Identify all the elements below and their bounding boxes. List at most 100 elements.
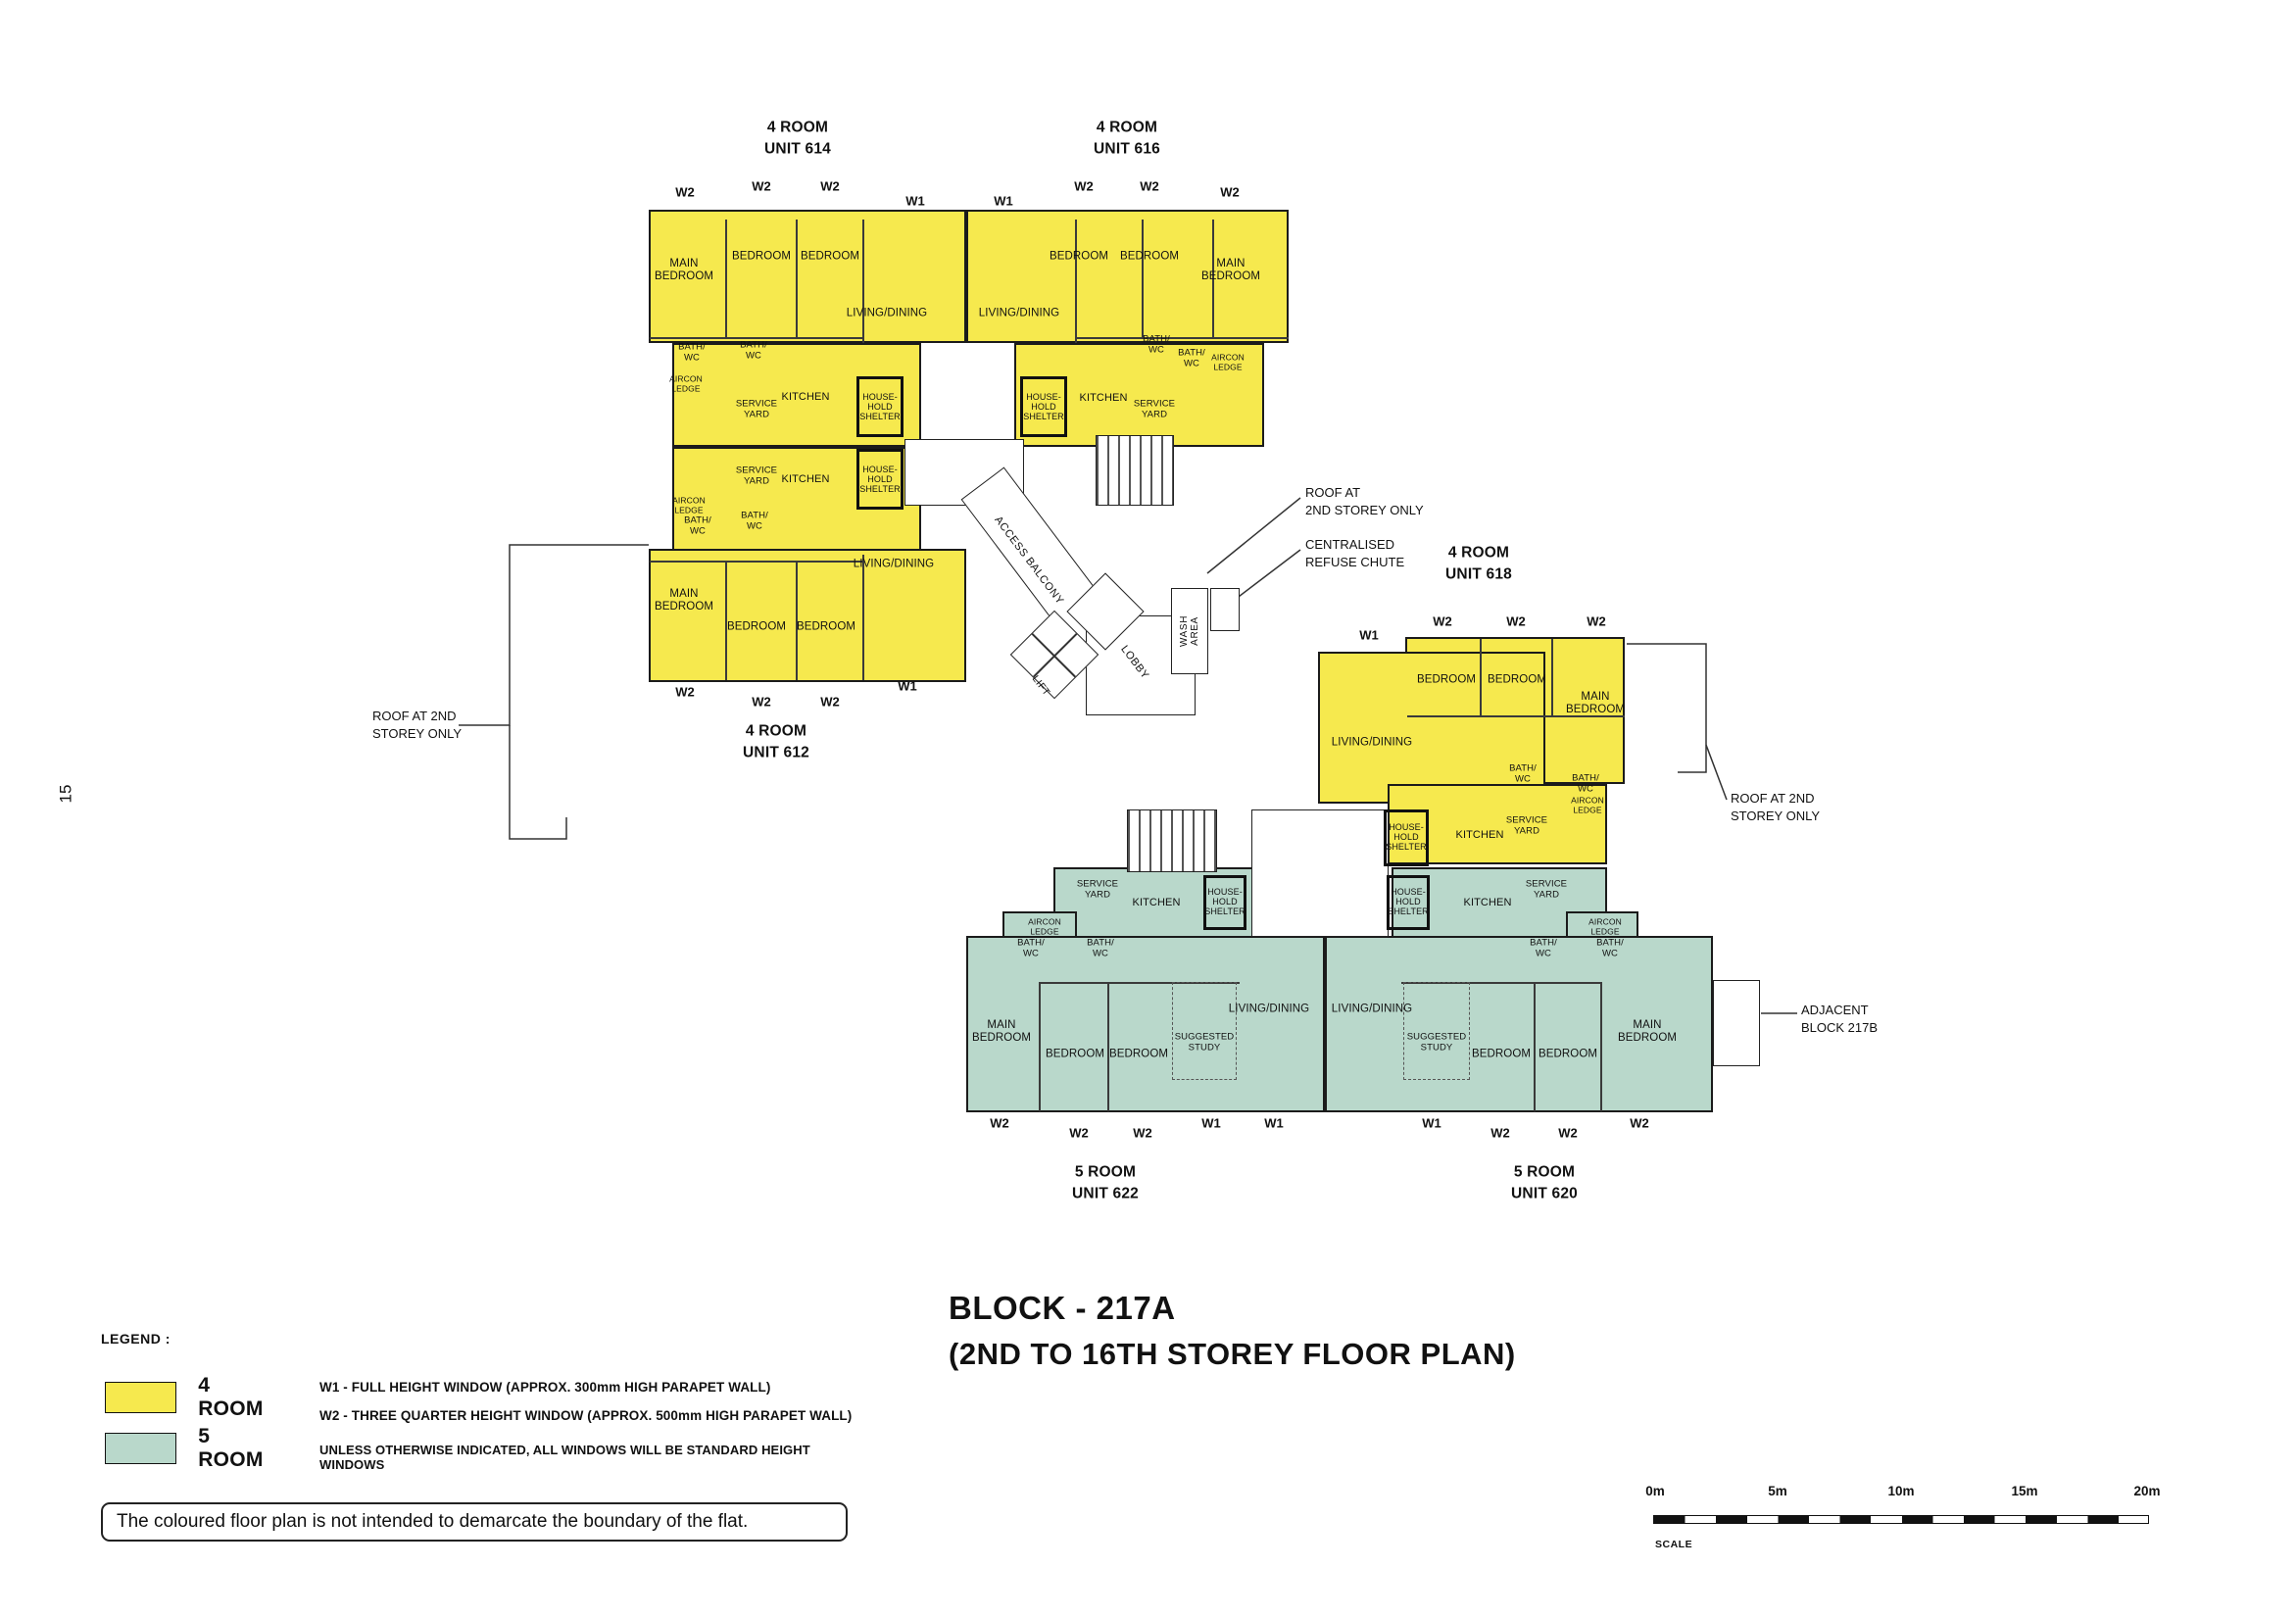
legend-swatch-5room — [105, 1433, 177, 1464]
interior-wall — [1551, 639, 1553, 717]
room-label: BATH/ WC — [1178, 347, 1205, 368]
window-label: W2 — [752, 178, 771, 194]
unit-614-area-kitchen — [672, 343, 921, 447]
interior-wall — [1534, 982, 1536, 1111]
room-label: HOUSE- HOLD SHELTER — [1023, 391, 1064, 422]
drawing-title: BLOCK - 217A (2ND TO 16TH STOREY FLOOR P… — [949, 1290, 1516, 1372]
legend-note-w1: W1 - FULL HEIGHT WINDOW (APPROX. 300mm H… — [319, 1380, 771, 1395]
window-label: W2 — [1074, 178, 1094, 194]
interior-wall — [650, 561, 863, 563]
window-label: W2 — [1587, 613, 1606, 629]
room-label: MAIN BEDROOM — [1565, 691, 1626, 715]
page-number: 15 — [56, 784, 75, 804]
corridor-bottom — [1251, 809, 1389, 937]
window-label: W2 — [752, 694, 771, 710]
room-label: BEDROOM — [1487, 673, 1547, 686]
annotation-refuse-chute: CENTRALISED REFUSE CHUTE — [1305, 537, 1405, 570]
room-label: AIRCON LEDGE — [669, 373, 703, 393]
interior-wall — [1075, 337, 1289, 339]
roof-outline-left — [459, 544, 649, 726]
room-label: BATH/ WC — [684, 514, 711, 536]
room-label: KITCHEN — [781, 390, 830, 403]
room-label: BEDROOM — [1471, 1048, 1532, 1060]
room-label: AIRCON LEDGE — [1588, 916, 1622, 936]
interior-wall — [650, 337, 863, 339]
window-label: W1 — [905, 193, 925, 209]
room-label: SUGGESTED STUDY — [1174, 1031, 1235, 1053]
room-label: MAIN BEDROOM — [971, 1019, 1032, 1044]
room-label: KITCHEN — [1455, 828, 1504, 841]
household-shelter — [856, 376, 904, 437]
legend-note-windows: UNLESS OTHERWISE INDICATED, ALL WINDOWS … — [319, 1443, 810, 1472]
unit-618-area-living — [1318, 652, 1545, 804]
interior-wall — [1480, 639, 1482, 717]
room-label: SERVICE YARD — [1076, 878, 1119, 900]
window-label: W1 — [1422, 1115, 1441, 1131]
unit-label-612: 4 ROOM UNIT 612 — [743, 722, 809, 760]
scale-tick-20m: 20m — [2133, 1484, 2161, 1498]
room-label: BATH/ WC — [1017, 937, 1045, 958]
window-label: W2 — [990, 1115, 1009, 1131]
unit-label-622: 5 ROOM UNIT 622 — [1072, 1163, 1139, 1201]
window-label: W2 — [1069, 1125, 1089, 1141]
wash-area — [1171, 588, 1208, 674]
room-label: BEDROOM — [1416, 673, 1477, 686]
window-label: W2 — [1433, 613, 1452, 629]
legend-label-5room: 5 ROOM — [198, 1425, 264, 1471]
interior-wall — [1075, 220, 1077, 343]
household-shelter — [1387, 875, 1430, 930]
unit-label-620: 5 ROOM UNIT 620 — [1511, 1163, 1578, 1201]
room-label: LIVING/DINING — [853, 558, 935, 570]
interior-wall — [796, 561, 798, 680]
window-label: W2 — [1506, 613, 1526, 629]
disclaimer-note: The coloured floor plan is not intended … — [101, 1502, 848, 1542]
room-label: BATH/ WC — [1572, 772, 1599, 794]
room-label: LIVING/DINING — [1228, 1003, 1310, 1015]
suggested-study-outline — [1172, 982, 1237, 1080]
adjacent-block-outline — [1713, 980, 1760, 1066]
annotation-roof-2nd-storey-top: ROOF AT 2ND STOREY ONLY — [1305, 485, 1424, 518]
window-label: W2 — [820, 694, 840, 710]
window-label: W2 — [1490, 1125, 1510, 1141]
unit-label-618: 4 ROOM UNIT 618 — [1445, 544, 1512, 582]
window-label: W2 — [675, 684, 695, 700]
scale-bar-label: SCALE — [1655, 1539, 1693, 1550]
room-label: SERVICE YARD — [735, 465, 778, 486]
household-shelter — [856, 449, 904, 510]
window-label: W1 — [1359, 627, 1379, 643]
room-label: BATH/ WC — [1087, 937, 1114, 958]
interior-wall — [1039, 982, 1240, 984]
window-label: W2 — [1140, 178, 1159, 194]
staircase-bottom — [1127, 809, 1217, 872]
room-label: SERVICE YARD — [1133, 398, 1176, 419]
block-title: BLOCK - 217A — [949, 1290, 1176, 1326]
scale-tick-5m: 5m — [1768, 1484, 1787, 1498]
unit-614-area — [649, 210, 966, 343]
room-label: BEDROOM — [1538, 1048, 1598, 1060]
room-label: HOUSE- HOLD SHELTER — [859, 464, 901, 495]
window-label: W1 — [898, 678, 917, 694]
interior-wall — [1107, 982, 1109, 1111]
unit-616-area-kitchen — [1014, 343, 1264, 447]
room-label: LIVING/DINING — [1331, 1003, 1413, 1015]
legend-label-4room: 4 ROOM — [198, 1374, 264, 1420]
interior-wall — [725, 561, 727, 680]
room-label: AIRCON LEDGE — [672, 495, 706, 514]
room-label: HOUSE- HOLD SHELTER — [1388, 886, 1429, 917]
room-label: BATH/ WC — [1143, 333, 1170, 355]
legend-item-4room: 4 ROOM — [105, 1374, 272, 1421]
unit-label-614: 4 ROOM UNIT 614 — [764, 119, 831, 157]
room-label: BATH/ WC — [1509, 762, 1537, 784]
annotation-roof-2nd-storey-right: ROOF AT 2ND STOREY ONLY — [1731, 791, 1821, 824]
roof-outline-right — [1627, 643, 1707, 773]
room-label: BATH/ WC — [1596, 937, 1624, 958]
window-label: W2 — [1630, 1115, 1649, 1131]
room-label: LIVING/DINING — [978, 307, 1060, 319]
scale-tick-10m: 10m — [1887, 1484, 1915, 1498]
room-label: AIRCON LEDGE — [1028, 916, 1061, 936]
interior-wall — [862, 555, 864, 680]
household-shelter — [1020, 376, 1067, 437]
window-label: W1 — [994, 193, 1013, 209]
room-label: MAIN BEDROOM — [1617, 1019, 1678, 1044]
